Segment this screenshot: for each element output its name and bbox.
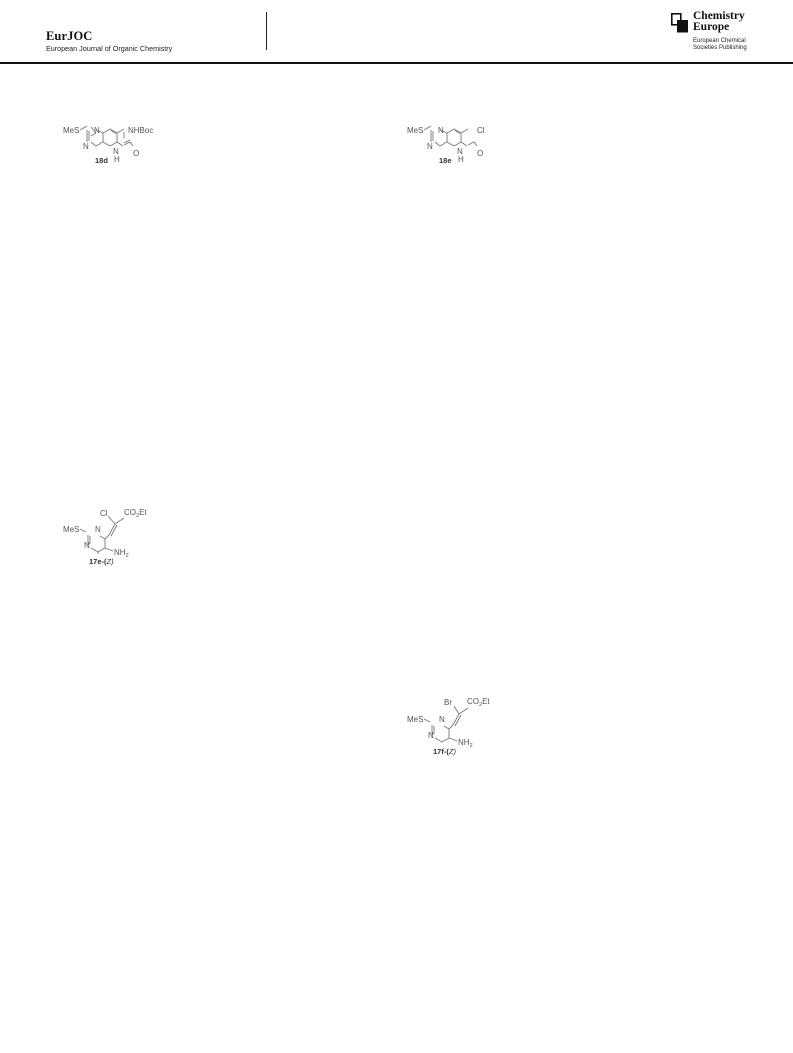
svg-text:NH2: NH2 (458, 738, 473, 749)
svg-text:N: N (438, 126, 444, 135)
svg-text:Cl: Cl (100, 509, 108, 518)
publisher-subtitle: European Chemical Societies Publishing (693, 38, 747, 51)
svg-text:H: H (114, 155, 120, 164)
page-header: EurJOC European Journal of Organic Chemi… (0, 0, 793, 64)
structure-17f-z: MeS N N Br CO2Et NH2 17f-(Z) (402, 692, 512, 762)
svg-text:N: N (84, 541, 90, 550)
svg-text:MeS: MeS (407, 126, 423, 135)
svg-text:N: N (427, 142, 433, 151)
header-divider (266, 12, 267, 50)
svg-text:CO2Et: CO2Et (467, 697, 490, 708)
svg-text:N: N (439, 715, 445, 724)
svg-text:N: N (95, 525, 101, 534)
svg-text:MeS: MeS (407, 715, 423, 724)
svg-text:H: H (458, 155, 464, 164)
structure-17e-z: MeS N N Cl CO2Et NH2 17e-(Z) (58, 502, 168, 572)
svg-text:CO2Et: CO2Et (124, 508, 147, 519)
svg-text:N: N (428, 731, 434, 740)
compound-label-17e-z: 17e-(Z) (89, 557, 114, 566)
journal-subtitle: European Journal of Organic Chemistry (46, 44, 173, 53)
compound-label-18e: 18e (439, 156, 452, 165)
structure-18e: MeS N N Cl N H O 18e (402, 118, 502, 168)
svg-text:N: N (457, 147, 463, 156)
publisher-name: Chemistry Europe (693, 10, 745, 33)
header-rule (0, 62, 793, 64)
svg-text:Cl: Cl (477, 126, 485, 135)
svg-text:O: O (477, 149, 483, 158)
structure-18d: MeS N N NHBoc N H O 18d (58, 118, 168, 168)
svg-text:NH2: NH2 (114, 548, 129, 559)
compound-label-18d: 18d (95, 156, 108, 165)
svg-text:Br: Br (444, 698, 452, 707)
svg-text:N: N (113, 147, 119, 156)
compound-label-17f-z: 17f-(Z) (433, 747, 456, 756)
svg-text:O: O (133, 149, 139, 158)
journal-name: EurJOC (46, 29, 93, 43)
svg-text:N: N (83, 142, 89, 151)
svg-text:NHBoc: NHBoc (128, 126, 153, 135)
svg-text:MeS: MeS (63, 126, 79, 135)
svg-text:N: N (94, 126, 100, 135)
svg-text:MeS: MeS (63, 525, 79, 534)
chemistry-europe-logo-icon (671, 13, 688, 33)
